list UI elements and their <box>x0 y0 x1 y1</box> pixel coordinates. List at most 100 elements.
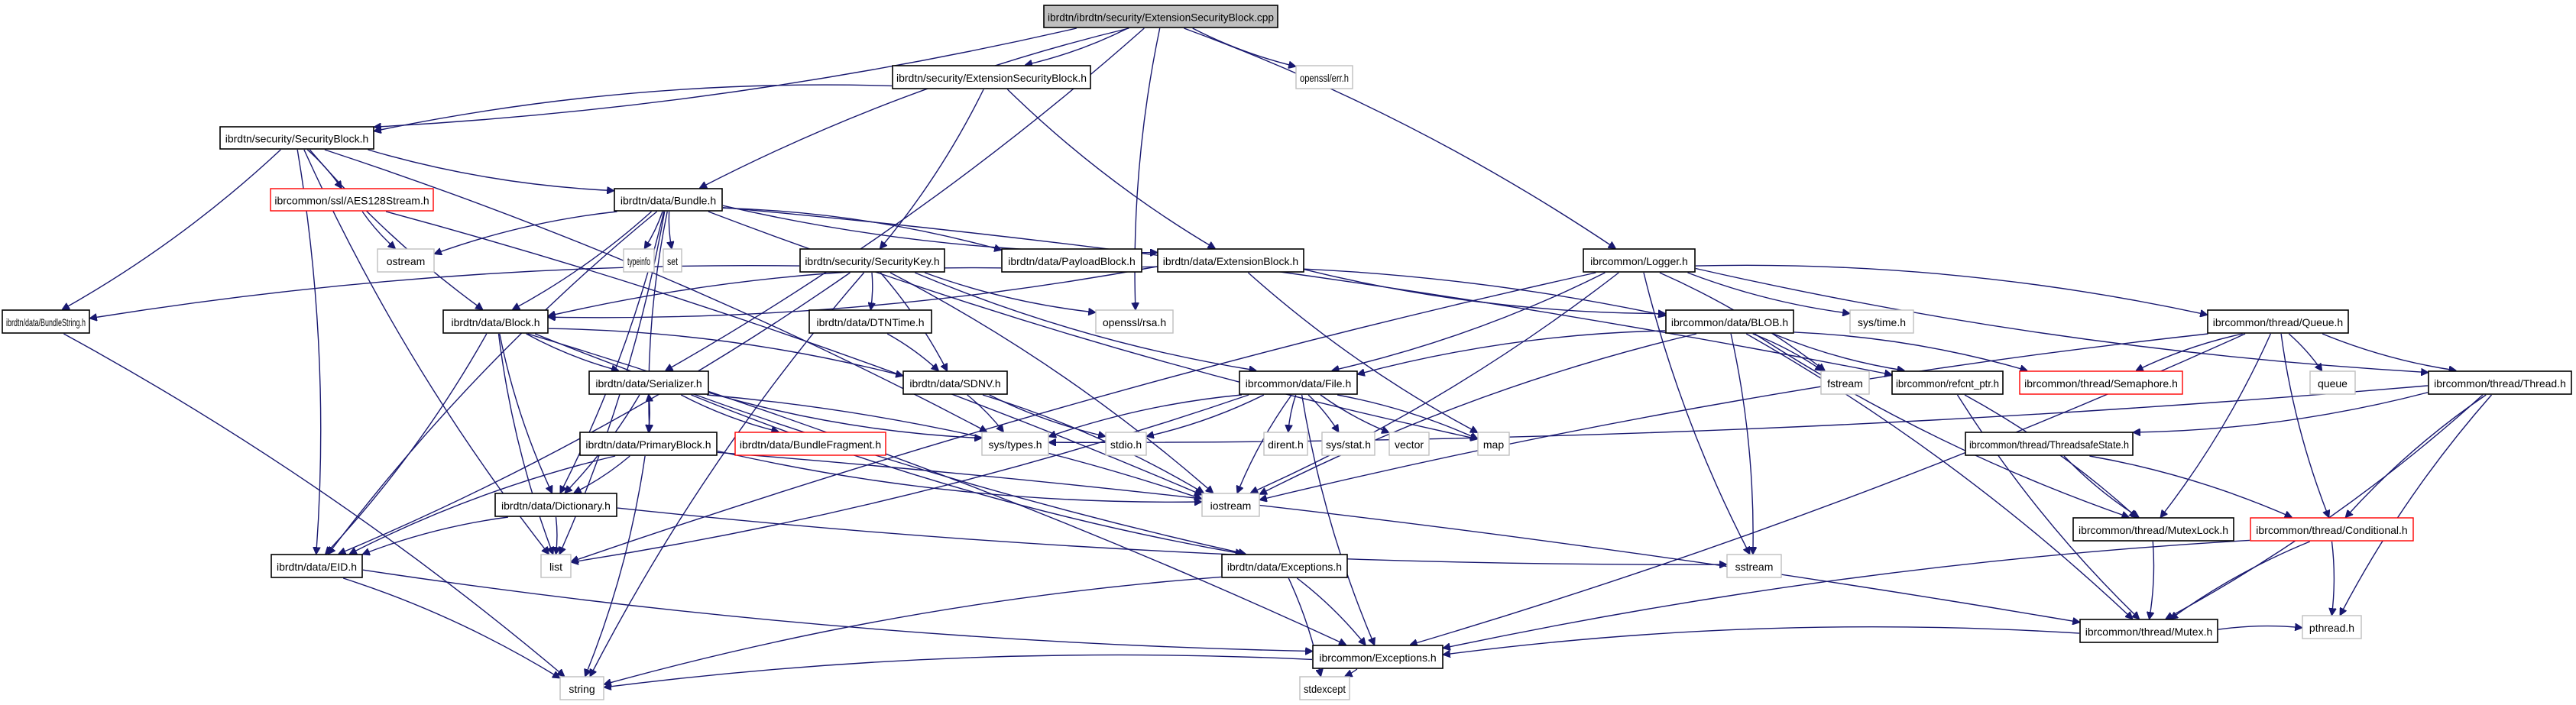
node-box <box>588 370 709 395</box>
edge-queue_h-to-semaphore_h <box>2137 333 2243 370</box>
node-box <box>1891 370 2004 395</box>
edge-file_h-to-dirent_h <box>1288 394 1297 432</box>
node-box <box>1221 554 1348 578</box>
node-conditional-h[interactable]: ibrcommon/thread/Conditional.h <box>2250 517 2414 542</box>
edge-file_h-to-list <box>572 394 1249 562</box>
node-label: ibrcommon/Exceptions.h <box>1319 652 1436 664</box>
node-refcnt-h[interactable]: ibrcommon/refcnt_ptr.h <box>1891 370 2004 395</box>
node-box <box>663 248 682 273</box>
node-blob-h[interactable]: ibrcommon/data/BLOB.h <box>1665 309 1794 334</box>
node-cexceptions-h[interactable]: ibrcommon/Exceptions.h <box>1312 645 1444 669</box>
node-dtntime-h[interactable]: ibrdtn/data/DTNTime.h <box>808 309 932 334</box>
node-thread-h[interactable]: ibrcommon/thread/Thread.h <box>2428 370 2572 395</box>
edge-bundle_h-to-typeinfo <box>645 211 663 248</box>
node-mutexlock-h[interactable]: ibrcommon/thread/MutexLock.h <box>2072 517 2234 542</box>
node-eid-h[interactable]: ibrdtn/data/EID.h <box>271 554 363 578</box>
node-secblock-h[interactable]: ibrdtn/security/SecurityBlock.h <box>219 126 374 150</box>
edge-mutexlock_h-to-mutex_h <box>2150 541 2155 619</box>
edge-extblock_h-to-map <box>1247 272 1477 432</box>
node-file-h[interactable]: ibrcommon/data/File.h <box>1239 370 1358 395</box>
edge-seckey_h-to-dtntime_h <box>871 272 873 309</box>
node-primary-h[interactable]: ibrdtn/data/PrimaryBlock.h <box>579 432 718 456</box>
edge-file_h-to-iostream <box>1237 394 1292 493</box>
edge-bundle_h-to-block_h <box>513 211 652 309</box>
node-bundle-h[interactable]: ibrdtn/data/Bundle.h <box>614 188 723 212</box>
node-block-h[interactable]: ibrdtn/data/Block.h <box>442 309 549 334</box>
node-label: ibrdtn/data/BundleFragment.h <box>740 438 881 451</box>
node-queue-h[interactable]: ibrcommon/thread/Queue.h <box>2207 309 2349 334</box>
edge-serializer_h-to-dexceptions_h <box>691 394 1243 554</box>
node-fragment-h[interactable]: ibrdtn/data/BundleFragment.h <box>734 432 886 456</box>
node-extblock-h[interactable]: ibrdtn/data/ExtensionBlock.h <box>1157 248 1304 273</box>
node-payload-h[interactable]: ibrdtn/data/PayloadBlock.h <box>1001 248 1142 273</box>
node-systypes-h: sys/types.h <box>981 432 1049 456</box>
node-dictionary-h[interactable]: ibrdtn/data/Dictionary.h <box>494 493 617 517</box>
node-seckey-h[interactable]: ibrdtn/security/SecurityKey.h <box>799 248 945 273</box>
node-label: sys/types.h <box>988 438 1042 451</box>
node-label: ibrcommon/thread/MutexLock.h <box>2079 524 2228 536</box>
edge-blob_h-to-semaphore_h <box>1793 331 2027 370</box>
node-box <box>1239 370 1358 395</box>
node-err-h: openssl/err.h <box>1295 65 1353 89</box>
node-box <box>1157 248 1304 273</box>
edge-logger_h-to-systime_h <box>1687 272 1850 313</box>
edge-thread_h-to-tss_h <box>2134 392 2429 432</box>
node-box <box>1849 309 1914 334</box>
node-esb-h[interactable]: ibrdtn/security/ExtensionSecurityBlock.h <box>892 65 1091 89</box>
edge-seckey_h-to-file_h <box>915 272 1256 370</box>
edges-layer <box>63 27 2493 687</box>
edge-file_h-to-stdio_h <box>1147 394 1265 436</box>
node-label: queue <box>2318 377 2348 390</box>
node-logger-h[interactable]: ibrcommon/Logger.h <box>1583 248 1696 273</box>
node-semaphore-h[interactable]: ibrcommon/thread/Semaphore.h <box>2019 370 2183 395</box>
edge-bundle_h-to-set <box>669 211 672 248</box>
node-label: ibrdtn/data/DTNTime.h <box>816 316 924 328</box>
node-queue: queue <box>2309 370 2356 395</box>
edge-primary_h-to-string <box>585 455 646 676</box>
edge-queue_h-to-queue <box>2288 333 2322 370</box>
node-label: ibrdtn/ibrdtn/security/ExtensionSecurity… <box>1048 11 1274 24</box>
edge-sdnv_h-to-iostream <box>982 394 1204 493</box>
node-dexceptions-h[interactable]: ibrdtn/data/Exceptions.h <box>1221 554 1348 578</box>
node-label: sys/time.h <box>1858 316 1906 328</box>
node-box <box>377 248 435 273</box>
node-serializer-h[interactable]: ibrdtn/data/Serializer.h <box>588 370 709 395</box>
node-box <box>579 432 718 456</box>
node-box <box>494 493 617 517</box>
edge-esb_h-to-extblock_h <box>1006 89 1214 248</box>
node-box <box>2207 309 2349 334</box>
node-box <box>614 188 723 212</box>
edge-logger_h-to-sstream <box>1643 272 1750 554</box>
edge-extblock_h-to-block_h <box>549 266 1158 318</box>
node-label: ibrdtn/security/ExtensionSecurityBlock.h <box>896 72 1087 84</box>
node-label: ibrdtn/data/PrimaryBlock.h <box>585 438 711 451</box>
edge-mutex_h-to-cexceptions_h <box>1444 626 2080 655</box>
edge-root-to-secblock_h <box>374 27 1077 127</box>
edge-seckey_h-to-bundlestring_h <box>90 265 800 319</box>
edge-blob_h-to-file_h <box>1358 330 1666 374</box>
node-tss-h[interactable]: ibrcommon/thread/ThreadsafeState.h <box>1965 432 2134 456</box>
edge-primary_h-to-mutex_h <box>717 451 2079 622</box>
node-aes-h[interactable]: ibrcommon/ssl/AES128Stream.h <box>270 188 434 212</box>
edge-primary_h-to-eid_h <box>350 455 616 554</box>
node-box <box>270 188 434 212</box>
node-label: ibrcommon/data/File.h <box>1246 377 1352 390</box>
node-mutex-h[interactable]: ibrcommon/thread/Mutex.h <box>2079 619 2218 643</box>
node-ostream: ostream <box>377 248 435 273</box>
node-box <box>2 309 90 334</box>
edge-conditional_h-to-cexceptions_h <box>1444 539 2250 648</box>
edge-conditional_h-to-mutex_h <box>2171 541 2310 619</box>
node-box <box>1321 432 1375 456</box>
edge-blob_h-to-refcnt_h <box>1773 333 1904 370</box>
node-sdnv-h[interactable]: ibrdtn/data/SDNV.h <box>902 370 1008 395</box>
edge-blob_h-to-mutexlock_h <box>1754 333 2128 517</box>
edge-thread_h-to-systypes_h <box>1049 385 2429 442</box>
node-label: openssl/rsa.h <box>1103 316 1166 328</box>
node-box <box>1388 432 1430 456</box>
node-box <box>808 309 932 334</box>
edge-block_h-to-eid_h <box>326 333 488 554</box>
edge-blob_h-to-fstream <box>1752 333 1823 370</box>
node-root[interactable]: ibrdtn/ibrdtn/security/ExtensionSecurity… <box>1043 5 1278 28</box>
node-label: ibrcommon/thread/ThreadsafeState.h <box>1969 438 2129 451</box>
node-bundlestring-h[interactable]: ibrdtn/data/BundleString.h <box>2 309 90 334</box>
